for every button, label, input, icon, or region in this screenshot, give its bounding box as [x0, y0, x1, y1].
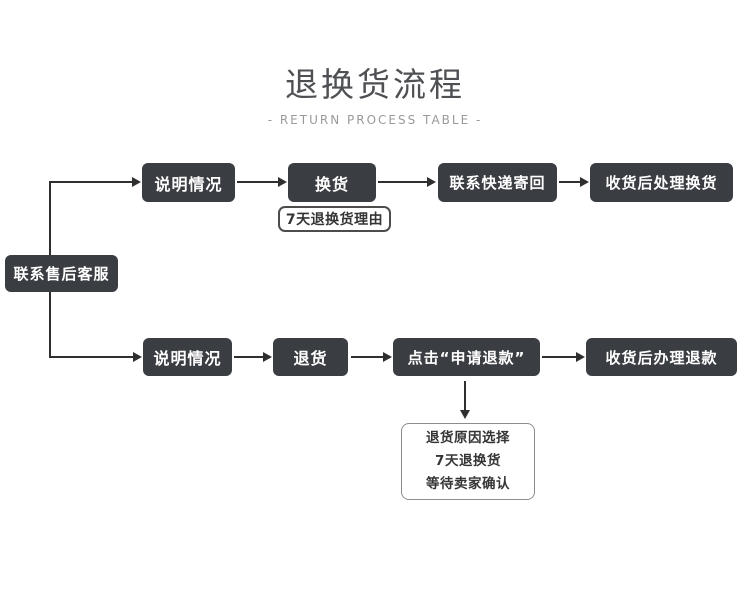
node-contact-courier-return: 联系快递寄回 — [438, 163, 557, 202]
arrow-right-icon — [49, 352, 142, 362]
refund-detail-line: 等待卖家确认 — [426, 476, 510, 492]
page-subtitle: - RETURN PROCESS TABLE - — [267, 113, 483, 127]
arrow-right-icon — [234, 352, 272, 362]
arrow-right-icon — [542, 352, 585, 362]
note-refund-detail-box: 退货原因选择 7天退换货 等待卖家确认 — [401, 423, 535, 500]
arrow-right-icon — [378, 177, 436, 187]
node-explain-situation-refund: 说明情况 — [143, 338, 232, 376]
node-click-apply-refund: 点击“申请退款” — [393, 338, 540, 376]
arrow-down-icon — [460, 381, 470, 419]
header: 退换货流程 - RETURN PROCESS TABLE - — [0, 58, 750, 127]
refund-detail-line: 退货原因选择 — [426, 430, 510, 446]
arrow-right-icon — [559, 177, 589, 187]
note-7day-exchange-reason: 7天退换货理由 — [278, 206, 391, 232]
arrow-right-icon — [237, 177, 287, 187]
page-title: 退换货流程 — [285, 65, 465, 104]
node-process-exchange-after-receipt: 收货后处理换货 — [590, 163, 733, 202]
node-contact-after-sales: 联系售后客服 — [5, 255, 118, 292]
node-explain-situation-exchange: 说明情况 — [142, 163, 235, 202]
node-process-refund-after-receipt: 收货后办理退款 — [586, 338, 737, 376]
node-exchange-goods: 换货 — [288, 163, 376, 202]
arrow-right-icon — [49, 177, 141, 187]
node-return-goods: 退货 — [273, 338, 348, 376]
arrow-right-icon — [351, 352, 392, 362]
refund-detail-line: 7天退换货 — [435, 453, 501, 469]
